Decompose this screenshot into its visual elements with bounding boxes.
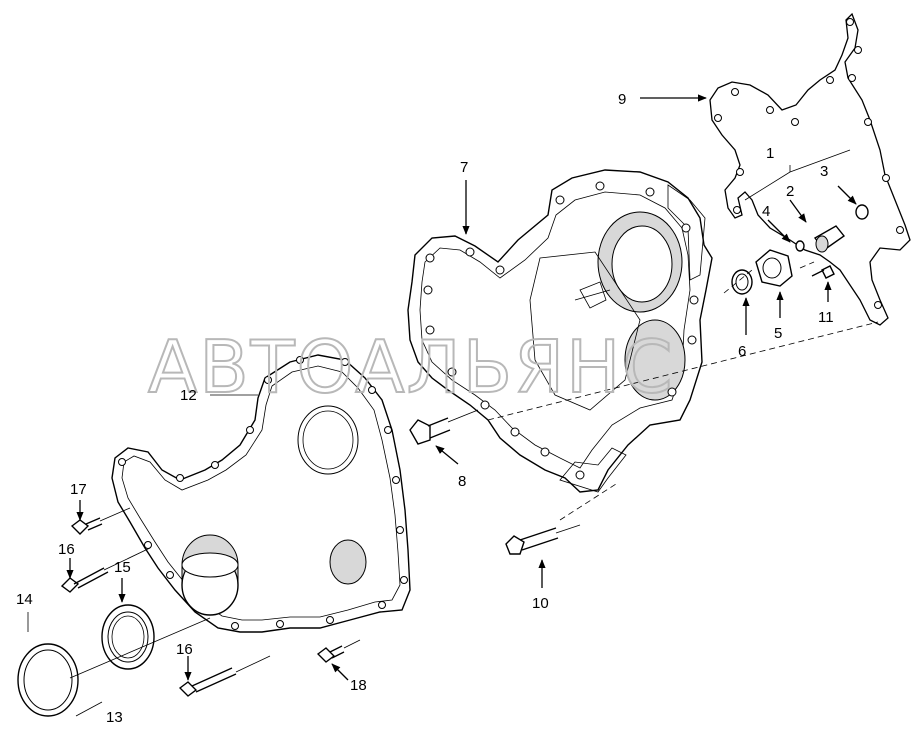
callout-1: 1 bbox=[766, 145, 774, 162]
seal-ring-15 bbox=[101, 604, 155, 670]
callout-16-upper: 16 bbox=[58, 541, 75, 558]
bolt-16-lower bbox=[178, 667, 237, 697]
rear-gasket-outline bbox=[709, 12, 911, 326]
callout-8: 8 bbox=[458, 473, 466, 490]
callout-15: 15 bbox=[114, 559, 131, 576]
callout-labels: 1 2 3 4 5 6 7 8 9 10 11 12 13 14 15 16 1… bbox=[16, 91, 834, 726]
o-ring-6 bbox=[731, 269, 753, 295]
callout-5: 5 bbox=[774, 325, 782, 342]
callout-7: 7 bbox=[460, 159, 468, 176]
callout-14: 14 bbox=[16, 591, 33, 608]
callout-10: 10 bbox=[532, 595, 549, 612]
front-cover bbox=[111, 354, 411, 633]
watermark: АВТОАЛЬЯНС bbox=[148, 325, 675, 409]
callout-18: 18 bbox=[350, 677, 367, 694]
bolt-17 bbox=[70, 517, 103, 535]
leader-lines bbox=[27, 149, 851, 717]
bolt-18 bbox=[316, 645, 345, 663]
bolt-10 bbox=[505, 527, 559, 555]
seal-ring-14 bbox=[17, 643, 79, 717]
callout-11: 11 bbox=[818, 309, 834, 326]
washer-4 bbox=[795, 240, 805, 252]
callout-4: 4 bbox=[762, 203, 770, 220]
callout-16-lower: 16 bbox=[176, 641, 193, 658]
bolt-8 bbox=[409, 417, 451, 445]
callout-13: 13 bbox=[106, 709, 123, 726]
bolt-16-upper bbox=[60, 567, 109, 593]
callout-arrows bbox=[66, 94, 857, 681]
callout-6: 6 bbox=[738, 343, 746, 360]
sensor-housing-5 bbox=[755, 249, 793, 287]
callout-2: 2 bbox=[786, 183, 794, 200]
callout-12: 12 bbox=[180, 387, 197, 404]
callout-17: 17 bbox=[70, 481, 87, 498]
sensor-2 bbox=[813, 225, 846, 253]
screw-11 bbox=[811, 265, 835, 279]
callout-9: 9 bbox=[618, 91, 626, 108]
assembly-lines bbox=[69, 261, 879, 679]
o-ring-3 bbox=[855, 204, 869, 220]
gear-housing bbox=[407, 169, 713, 493]
callout-3: 3 bbox=[820, 163, 828, 180]
